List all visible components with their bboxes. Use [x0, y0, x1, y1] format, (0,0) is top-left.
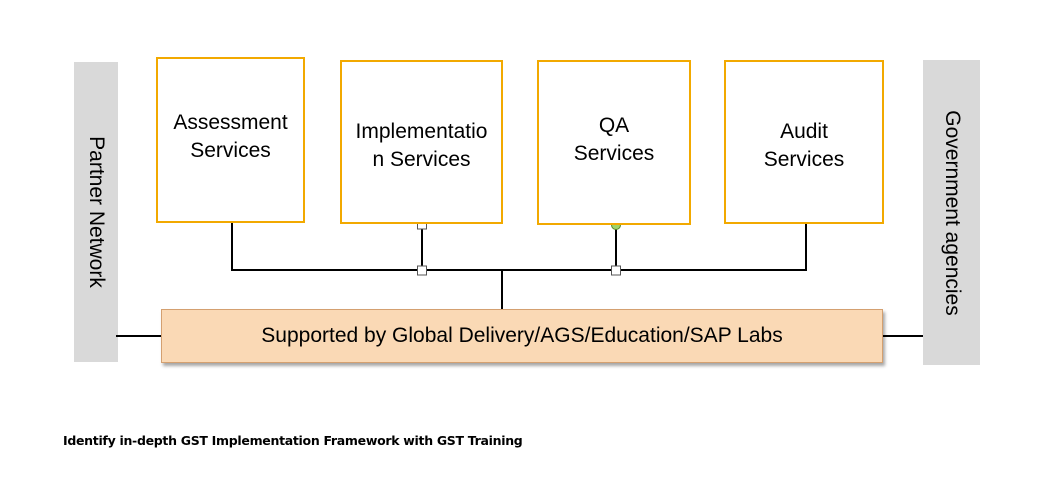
qa-services-box: QA Services [537, 60, 691, 225]
government-agencies-bar: Government agencies [923, 60, 980, 365]
handle-square-mid-left [417, 265, 427, 276]
connector-assessment [231, 223, 422, 271]
support-bar: Supported by Global Delivery/AGS/Educati… [161, 309, 883, 363]
connector-audit [616, 224, 807, 271]
handle-square-mid-right [611, 265, 621, 276]
implementation-services-box: Implementatio n Services [340, 60, 503, 224]
audit-services-box: Audit Services [724, 60, 884, 224]
caption: Identify in-depth GST Implementation Fra… [63, 433, 523, 448]
assessment-services-box: Assessment Services [156, 57, 305, 223]
partner-network-bar: Partner Network [74, 62, 118, 362]
